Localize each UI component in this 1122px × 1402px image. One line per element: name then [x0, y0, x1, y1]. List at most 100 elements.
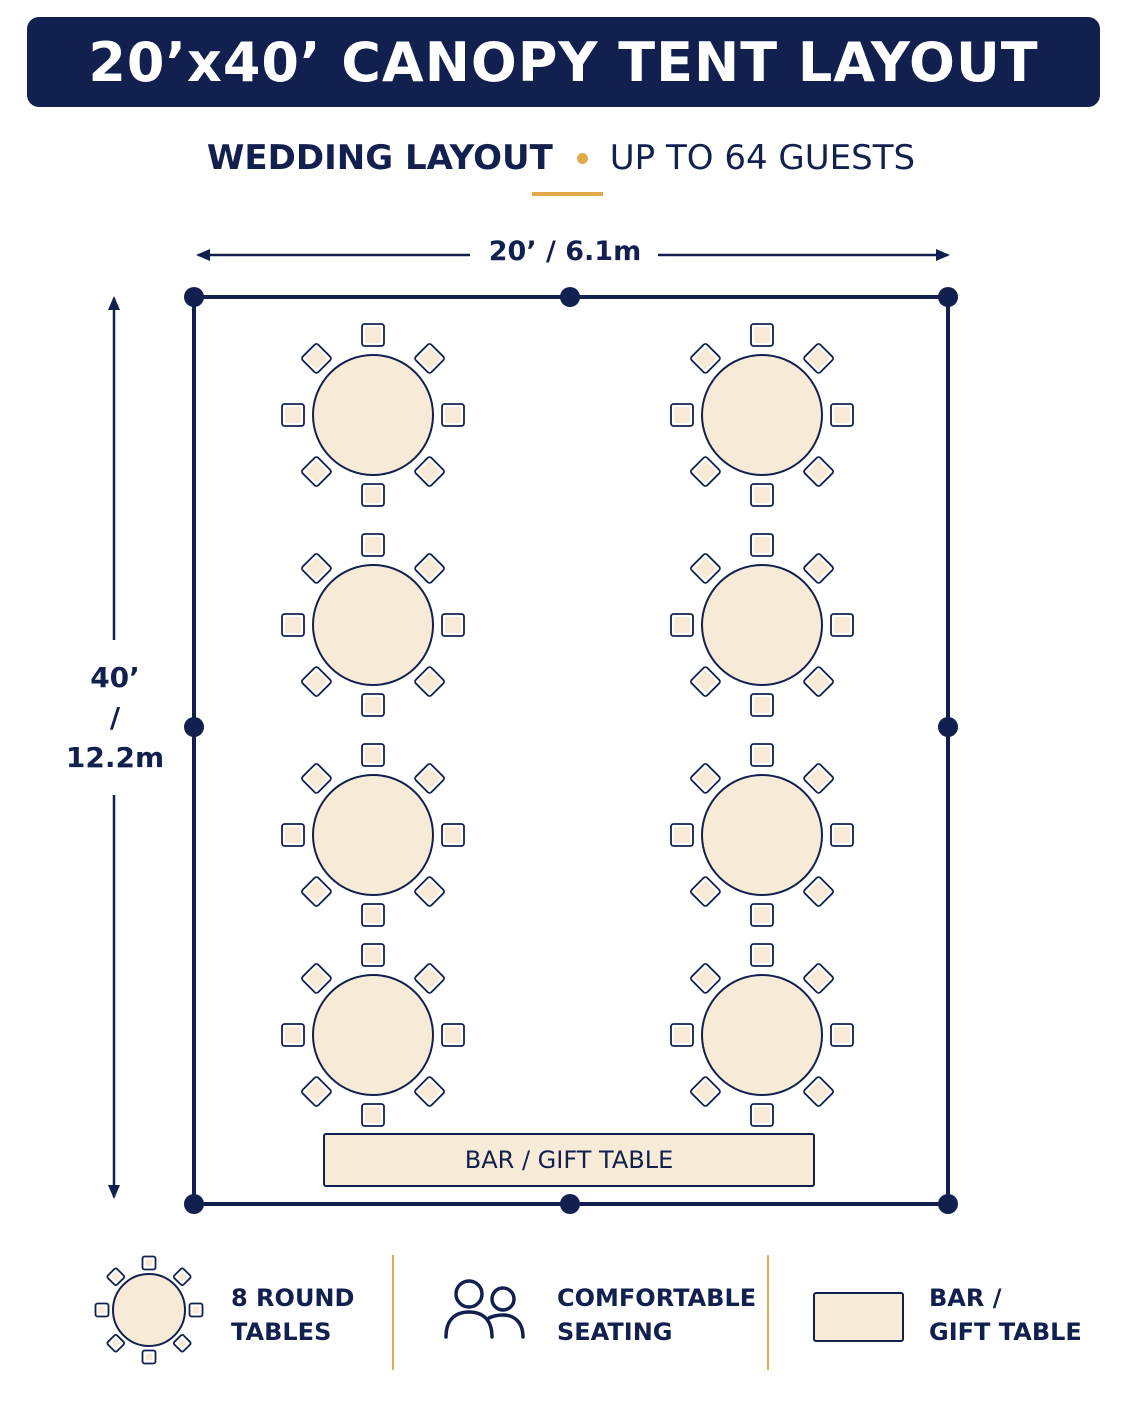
chair-cushion: [365, 947, 381, 963]
chair-cushion: [674, 617, 690, 633]
subtitle: WEDDING LAYOUT UP TO 64 GUESTS: [0, 133, 1122, 183]
chair-cushion: [694, 1081, 716, 1103]
chair-cushion: [419, 1081, 441, 1103]
chair-cushion: [305, 557, 327, 579]
chair-cushion: [419, 881, 441, 903]
chair-cushion: [178, 1339, 187, 1348]
page-title: 20’x40’ CANOPY TENT LAYOUT: [88, 30, 1039, 94]
width-dimension-label: 20’ / 6.1m: [475, 234, 655, 270]
tent-pole: [184, 1194, 204, 1214]
chair-cushion: [145, 1353, 153, 1361]
legend-seating-line2: SEATING: [557, 1318, 673, 1346]
legend-bar: BAR / GIFT TABLE: [929, 1281, 1082, 1349]
chair-cushion: [419, 671, 441, 693]
subtitle-underline: [532, 192, 603, 196]
table-top: [312, 774, 434, 896]
chair-cushion: [145, 1259, 153, 1267]
legend-round-tables-line1: 8 ROUND: [231, 1284, 355, 1312]
height-feet: 40’: [90, 661, 140, 694]
chair-cushion: [285, 407, 301, 423]
tent-pole: [938, 717, 958, 737]
chair-cushion: [285, 1027, 301, 1043]
chair-cushion: [365, 327, 381, 343]
chair-cushion: [98, 1306, 106, 1314]
chair-cushion: [808, 1081, 830, 1103]
chair-cushion: [808, 671, 830, 693]
bar-gift-table-label: BAR / GIFT TABLE: [464, 1146, 674, 1174]
round-table: [281, 743, 465, 927]
chair-cushion: [178, 1272, 187, 1281]
legend: 8 ROUND TABLES COMFORTABLE SEATING BAR /…: [0, 1255, 1122, 1370]
title-banner: 20’x40’ CANOPY TENT LAYOUT: [27, 17, 1100, 107]
separator-dot: [576, 152, 588, 164]
chair-cushion: [365, 907, 381, 923]
chair-cushion: [445, 827, 461, 843]
chair-cushion: [808, 347, 830, 369]
chair-cushion: [419, 557, 441, 579]
chair-cushion: [694, 461, 716, 483]
chair-cushion: [111, 1339, 120, 1348]
legend-bar-line1: BAR /: [929, 1284, 1002, 1312]
round-table-icon: [94, 1255, 204, 1365]
chair-cushion: [285, 827, 301, 843]
chair-cushion: [365, 747, 381, 763]
layout-type: WEDDING LAYOUT: [206, 138, 553, 178]
round-tables: [281, 323, 854, 1127]
round-table: [281, 533, 465, 717]
chair-cushion: [808, 461, 830, 483]
chair-cushion: [419, 347, 441, 369]
chair-cushion: [834, 617, 850, 633]
tent-pole: [560, 287, 580, 307]
chair-cushion: [419, 767, 441, 789]
chair-cushion: [445, 407, 461, 423]
round-table: [670, 533, 854, 717]
bar-table-icon: [813, 1292, 904, 1342]
table-top: [312, 974, 434, 1096]
chair-cushion: [694, 967, 716, 989]
tent-pole: [560, 1194, 580, 1214]
chair-cushion: [365, 1107, 381, 1123]
round-table: [281, 323, 465, 507]
tent-outline: [192, 295, 950, 1206]
table-top: [701, 774, 823, 896]
chair-cushion: [808, 881, 830, 903]
chair-cushion: [834, 1027, 850, 1043]
legend-divider: [392, 1255, 394, 1370]
chair-cushion: [419, 967, 441, 989]
legend-round-tables-line2: TABLES: [231, 1318, 332, 1346]
chair-cushion: [305, 967, 327, 989]
table-top: [312, 354, 434, 476]
chair-cushion: [754, 697, 770, 713]
chair-cushion: [754, 487, 770, 503]
legend-round-tables: 8 ROUND TABLES: [231, 1281, 354, 1349]
guest-capacity: UP TO 64 GUESTS: [609, 138, 916, 178]
chair-cushion: [834, 827, 850, 843]
round-table: [670, 743, 854, 927]
chair-cushion: [694, 671, 716, 693]
chair-cushion: [419, 461, 441, 483]
round-table: [94, 1255, 204, 1365]
height-dimension-label: 40’ / 12.2m: [60, 658, 170, 778]
bar-gift-table: [323, 1133, 815, 1187]
chair-cushion: [694, 767, 716, 789]
chair-cushion: [808, 767, 830, 789]
tent-pole: [938, 1194, 958, 1214]
chair-cushion: [365, 537, 381, 553]
height-separator: /: [109, 701, 121, 734]
chair-cushion: [445, 617, 461, 633]
table-top: [701, 564, 823, 686]
chair-cushion: [305, 767, 327, 789]
chair-cushion: [754, 747, 770, 763]
chair-cushion: [192, 1306, 200, 1314]
chair-cushion: [754, 947, 770, 963]
round-table: [281, 943, 465, 1127]
chair-cushion: [808, 967, 830, 989]
chair-cushion: [305, 1081, 327, 1103]
chair-cushion: [834, 407, 850, 423]
legend-divider: [767, 1255, 769, 1370]
table-top: [312, 564, 434, 686]
chair-cushion: [305, 347, 327, 369]
legend-seating: COMFORTABLE SEATING: [557, 1281, 756, 1349]
chair-cushion: [285, 617, 301, 633]
